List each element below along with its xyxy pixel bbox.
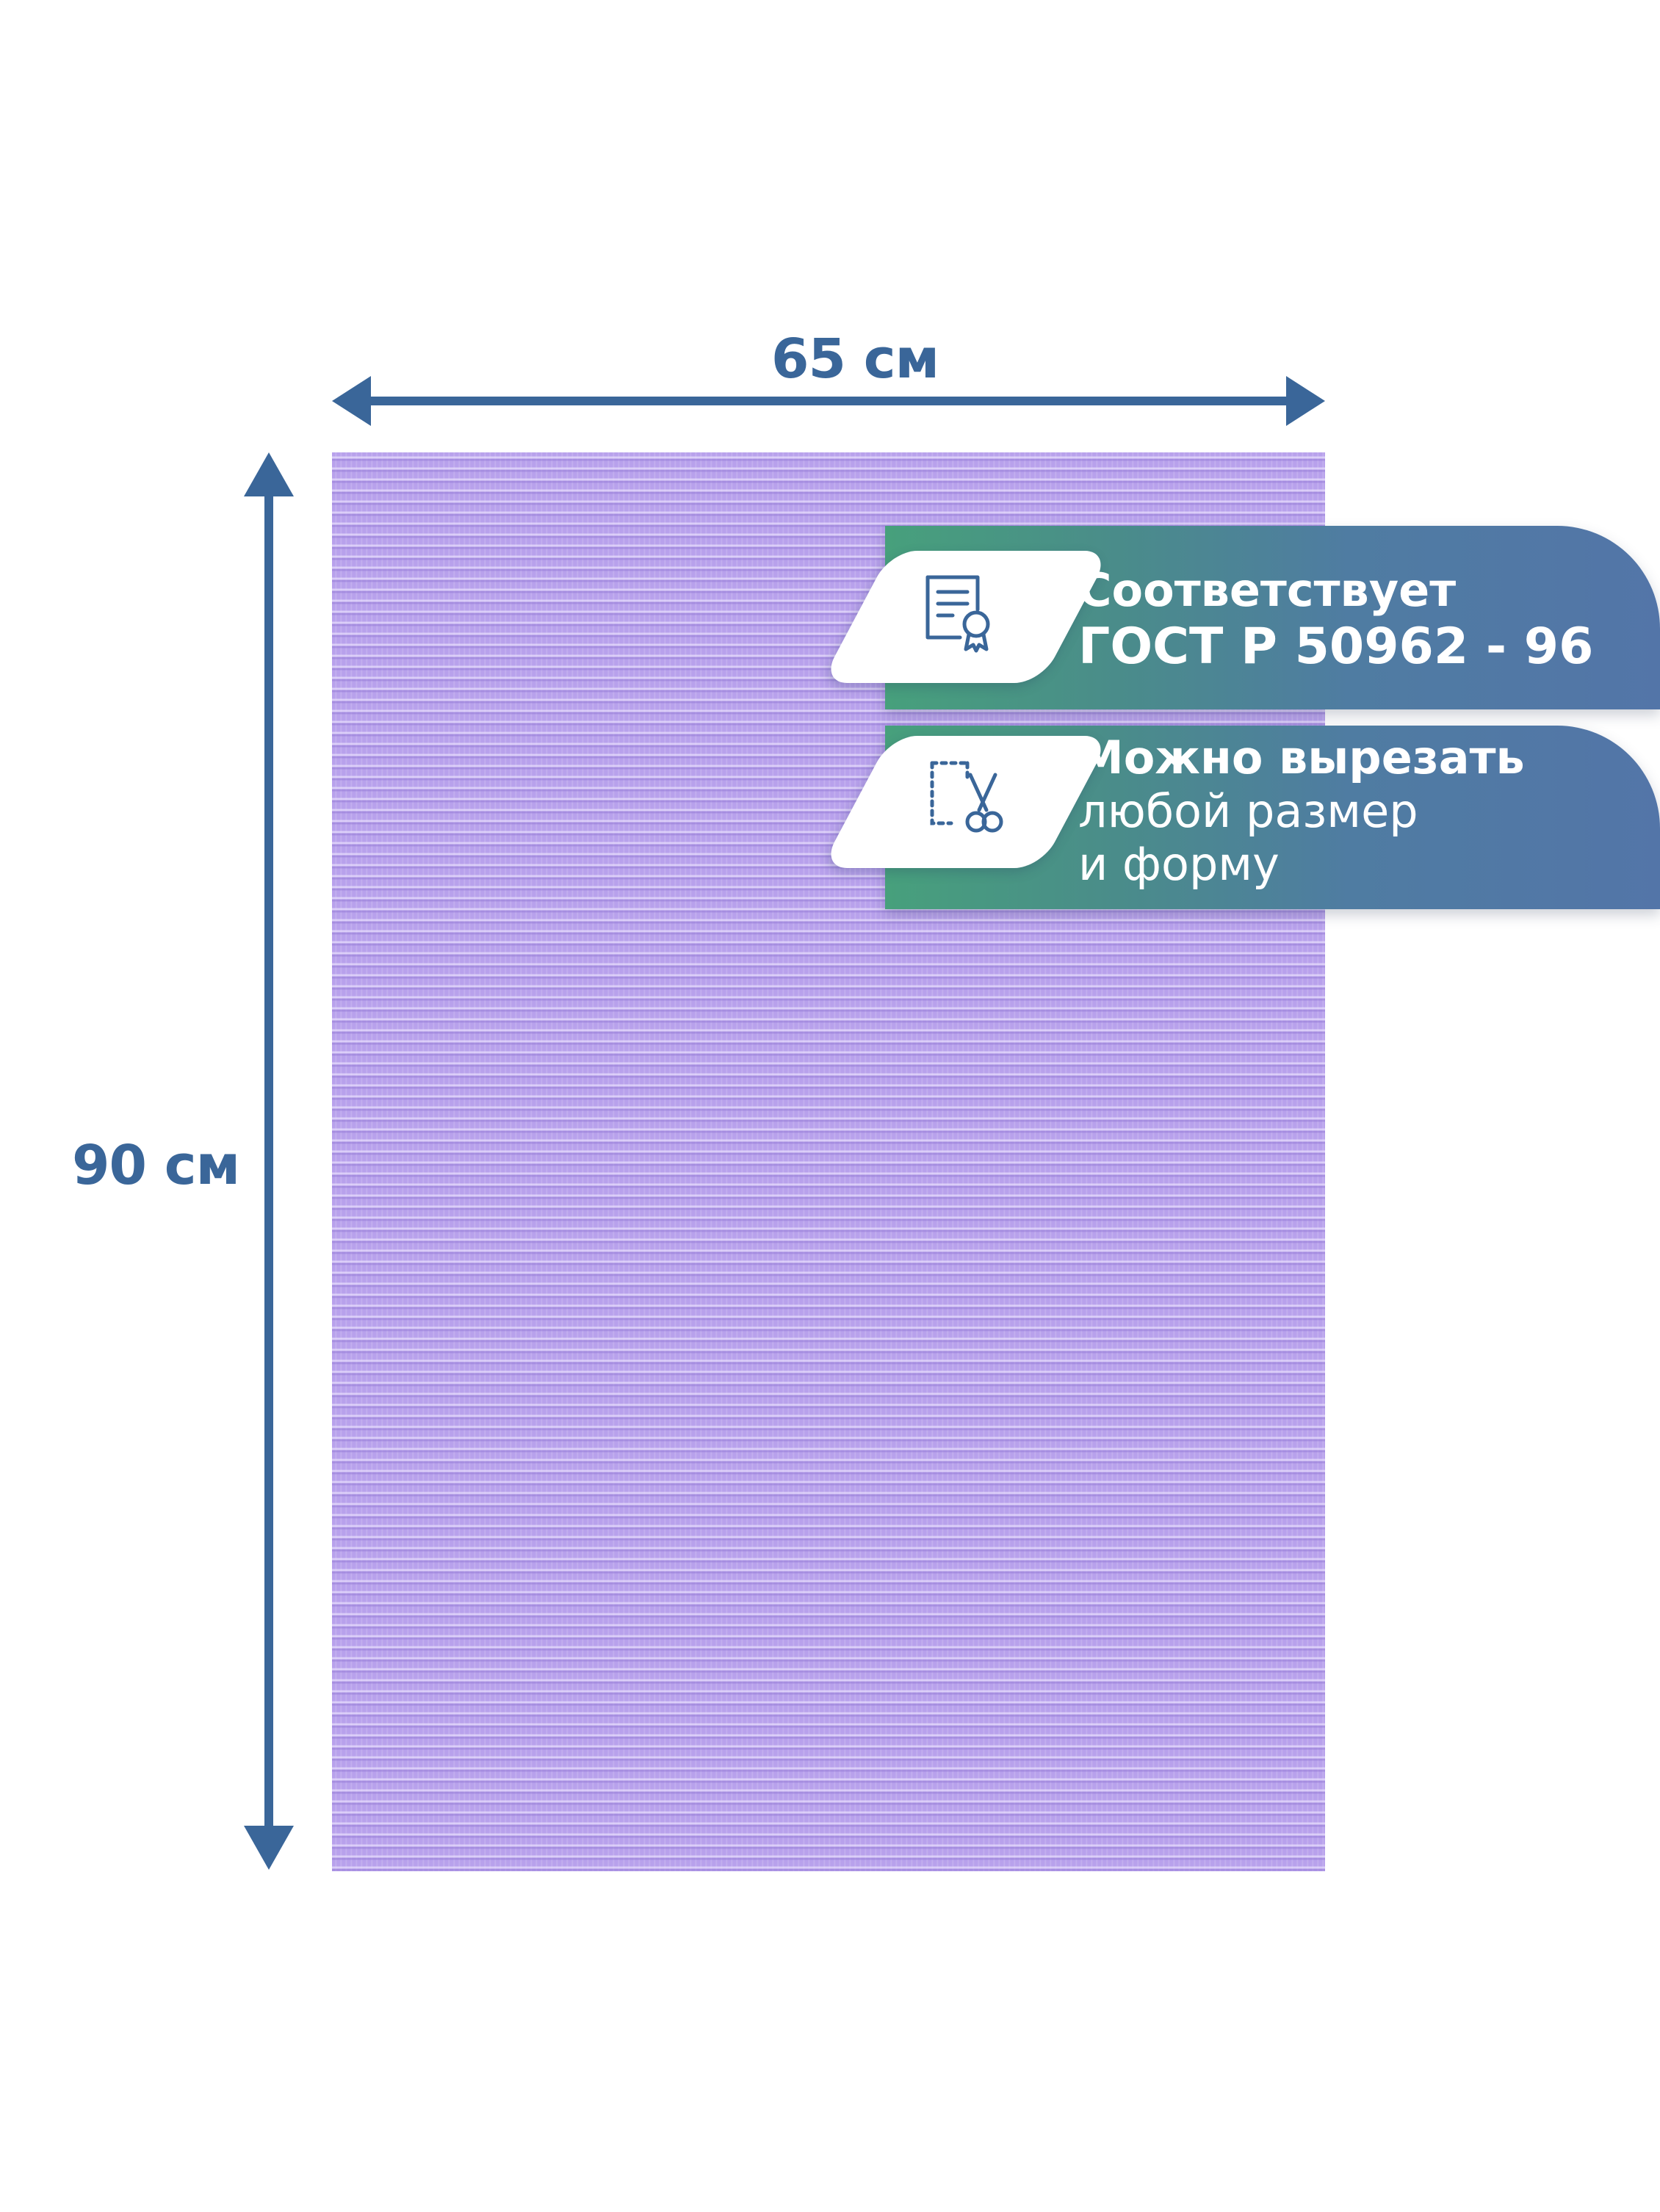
gost-line1: Соответствует xyxy=(1078,563,1457,617)
cut-badge-text: Можно вырезать любой размер и форму xyxy=(1078,731,1525,892)
cut-line1: Можно вырезать xyxy=(1078,731,1525,784)
cut-line3: и форму xyxy=(1078,837,1280,892)
gost-line2: ГОСТ Р 50962 - 96 xyxy=(1078,617,1594,676)
scissors-cut-icon xyxy=(930,761,1003,833)
width-arrow xyxy=(332,376,1325,426)
height-dimension-label: 90 см xyxy=(72,1134,240,1197)
certificate-icon xyxy=(925,575,990,653)
height-arrow xyxy=(244,452,294,1870)
width-dimension-label: 65 см xyxy=(771,328,939,391)
gost-badge-text: Соответствует ГОСТ Р 50962 - 96 xyxy=(1078,563,1594,676)
cut-line2: любой размер xyxy=(1078,784,1418,838)
